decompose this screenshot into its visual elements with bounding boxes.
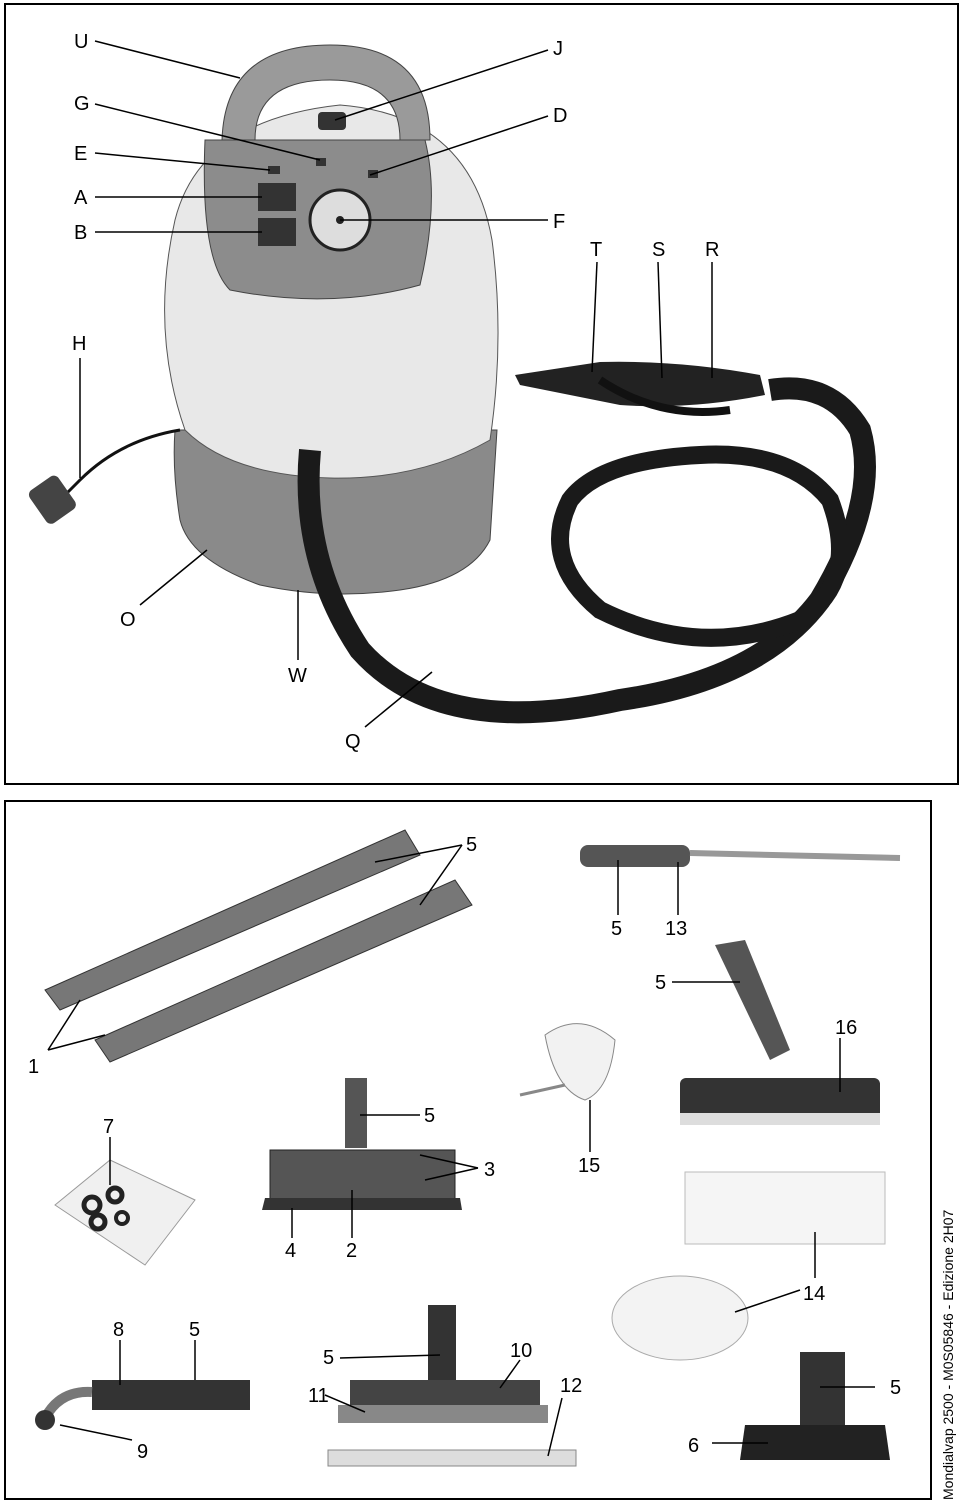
label-s: S	[652, 239, 665, 261]
label-d: D	[553, 105, 567, 127]
label-10: 10	[510, 1340, 532, 1362]
label-o: O	[120, 609, 136, 631]
top-leader-lines	[79, 40, 713, 728]
label-11: 11	[308, 1385, 329, 1407]
label-6: 6	[688, 1435, 699, 1457]
label-5-tubes: 5	[466, 834, 477, 856]
label-q: Q	[345, 731, 361, 753]
label-5-small: 5	[189, 1319, 200, 1341]
label-16: 16	[835, 1017, 857, 1039]
label-5-window: 5	[323, 1347, 334, 1369]
label-w: W	[288, 665, 307, 687]
label-1: 1	[28, 1056, 39, 1078]
label-9: 9	[137, 1441, 148, 1463]
label-7: 7	[103, 1116, 114, 1138]
label-r: R	[705, 239, 719, 261]
label-12: 12	[560, 1375, 582, 1397]
steam-cleaner-illustration	[28, 44, 876, 724]
top-callout-labels: U J G D E A F B T S R H O W Q	[72, 31, 719, 753]
label-3: 3	[484, 1159, 495, 1181]
label-14: 14	[803, 1283, 825, 1305]
label-4: 4	[285, 1240, 296, 1262]
label-13: 13	[665, 918, 687, 940]
label-f: F	[553, 211, 565, 233]
label-b: B	[74, 222, 87, 244]
label-e: E	[74, 143, 87, 165]
accessories-illustration	[35, 829, 901, 1467]
label-2: 2	[346, 1240, 357, 1262]
label-15: 15	[578, 1155, 600, 1177]
label-a: A	[74, 187, 88, 209]
label-u: U	[74, 31, 88, 53]
label-5-floor: 5	[424, 1105, 435, 1127]
label-h: H	[72, 333, 86, 355]
bottom-leader-lines	[47, 844, 875, 1457]
label-g: G	[74, 93, 90, 115]
label-5-nozzle6: 5	[890, 1377, 901, 1399]
label-j: J	[553, 38, 563, 60]
label-5-lance: 5	[611, 918, 622, 940]
label-5-nozzle16: 5	[655, 972, 666, 994]
document-side-caption: Mondialvap 2500 - M0S05846 - Edizione 2H…	[940, 1209, 956, 1500]
label-8: 8	[113, 1319, 124, 1341]
label-t: T	[590, 239, 602, 261]
bottom-callout-labels: 5 5 13 5 16 1 7 5 3 15 4 2 14 8 5 5 10 1…	[28, 834, 901, 1463]
